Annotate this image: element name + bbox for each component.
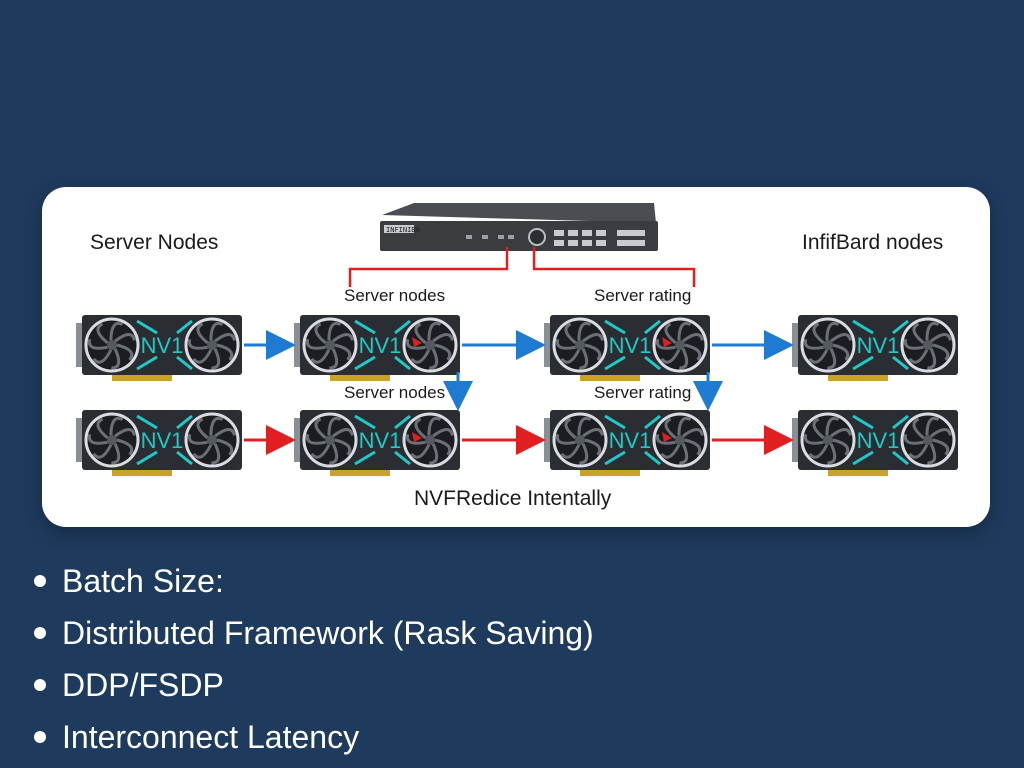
gpu-label: NV1	[609, 333, 652, 358]
row-label-2: Server rating	[594, 286, 692, 305]
bullet-item: Batch Size:	[34, 555, 594, 607]
diagram-caption: NVFRedice Intentally	[414, 487, 612, 510]
gpu-label: NV1	[359, 333, 402, 358]
title-right: InfifBard nodes	[802, 231, 944, 254]
gpu-label: NV1	[609, 428, 652, 453]
gpu-card: NV1	[792, 315, 958, 381]
gpu-label: NV1	[857, 333, 900, 358]
gpu-card: NV1	[792, 410, 958, 476]
gpu-card: NV1	[76, 315, 242, 381]
row-label-1: Server nodes	[344, 286, 446, 305]
bullet-dot	[34, 679, 46, 691]
bullet-list: Batch Size: Distributed Framework (Rask …	[34, 555, 594, 763]
gpu-card: NV1	[544, 410, 710, 476]
title-left: Server Nodes	[90, 231, 219, 254]
bullet-item: DDP/FSDP	[34, 659, 594, 711]
bullet-dot	[34, 731, 46, 743]
gpu-label: NV1	[141, 333, 184, 358]
switch-label: INFINIBA	[386, 226, 421, 234]
gpu-card: NV1	[294, 315, 460, 381]
row-label-3: Server nodes	[344, 383, 446, 402]
row-label-4: Server rating	[594, 383, 692, 402]
bullet-item: Distributed Framework (Rask Saving)	[34, 607, 594, 659]
gpu-label: NV1	[141, 428, 184, 453]
gpu-card: NV1	[544, 315, 710, 381]
bullet-dot	[34, 627, 46, 639]
network-switch: INFINIBA	[380, 203, 658, 251]
bullet-dot	[34, 575, 46, 587]
uplink-left	[348, 247, 509, 287]
gpu-card: NV1	[294, 410, 460, 476]
uplink-right	[532, 247, 696, 287]
gpu-label: NV1	[857, 428, 900, 453]
gpu-card: NV1	[76, 410, 242, 476]
bullet-item: Interconnect Latency	[34, 711, 594, 763]
gpu-label: NV1	[359, 428, 402, 453]
